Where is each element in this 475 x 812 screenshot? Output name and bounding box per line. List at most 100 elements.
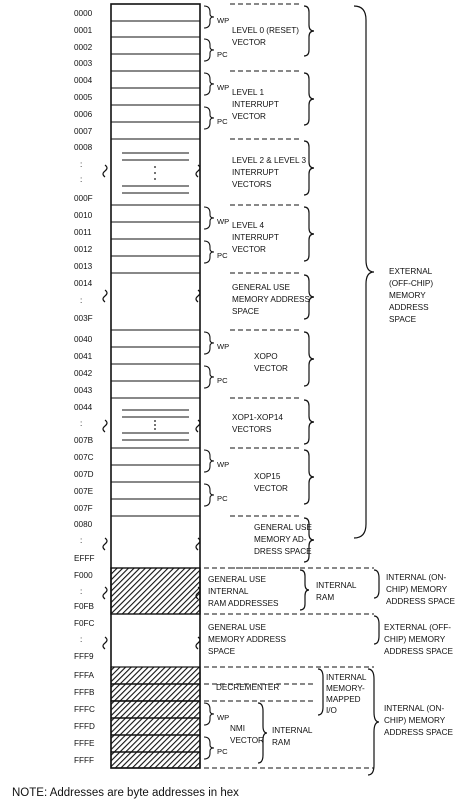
text-line: CHIP) MEMORY — [384, 635, 446, 644]
address-label: : — [80, 587, 82, 596]
text-line: DRESS SPACE — [254, 547, 312, 556]
text-line: VECTOR — [254, 364, 288, 373]
internal-ram-hatched-block — [110, 567, 201, 615]
text-line: VECTOR — [232, 112, 266, 121]
level4-label: LEVEL 4 INTERRUPT VECTOR — [232, 221, 279, 254]
address-label: F0FC — [74, 619, 95, 628]
text-line: SPACE — [208, 647, 236, 656]
text-line: INTERNAL — [326, 673, 367, 682]
address-label: 0002 — [74, 43, 93, 52]
address-label: 0041 — [74, 352, 93, 361]
address-label: F000 — [74, 571, 93, 580]
text-line: NMI — [230, 724, 245, 733]
address-label: 0044 — [74, 403, 93, 412]
text-line: MEMORY — [389, 291, 426, 300]
address-label: 0014 — [74, 279, 93, 288]
address-label: FFF9 — [74, 652, 94, 661]
text-line: LEVEL 0 (RESET) — [232, 26, 299, 35]
address-label: 0080 — [74, 520, 93, 529]
address-label: 007D — [74, 470, 94, 479]
text-line: GENERAL USE — [232, 283, 290, 292]
internal-ram2-label: INTERNAL RAM — [272, 726, 313, 747]
text-line: ADDRESS — [389, 303, 429, 312]
address-label: 0003 — [74, 59, 93, 68]
text-line: VECTOR — [232, 38, 266, 47]
address-label: 007B — [74, 436, 94, 445]
text-line: VECTOR — [232, 245, 266, 254]
address-label: 0013 — [74, 262, 93, 271]
text-line: CHIP) MEMORY — [384, 716, 446, 725]
wp-label: WP — [217, 16, 229, 25]
address-label: 0005 — [74, 93, 93, 102]
address-label: 0001 — [74, 26, 93, 35]
address-label: FFFC — [74, 705, 95, 714]
text-line: SPACE — [232, 307, 260, 316]
address-label: 0011 — [74, 228, 92, 237]
address-label: 0008 — [74, 143, 93, 152]
address-label: 003F — [74, 314, 93, 323]
address-labels: 0000 0001 0002 0003 0004 0005 0006 0007 … — [74, 9, 95, 765]
text-line: LEVEL 2 & LEVEL 3 — [232, 156, 306, 165]
text-line: MEMORY ADDRESS — [232, 295, 310, 304]
text-line: MAPPED — [326, 695, 361, 704]
text-line: VECTORS — [232, 425, 272, 434]
text-line: MEMORY AD- — [254, 535, 307, 544]
memory-map-diagram: 0000 0001 0002 0003 0004 0005 0006 0007 … — [74, 3, 456, 776]
wp-label: WP — [217, 83, 229, 92]
text-line: INTERNAL — [316, 581, 357, 590]
text-line: RAM — [316, 593, 334, 602]
wp-label: WP — [217, 713, 229, 722]
nmi-vector-label: NMI VECTOR — [230, 724, 264, 745]
wp-label: WP — [217, 460, 229, 469]
address-label: 0000 — [74, 9, 93, 18]
address-label: : — [80, 160, 82, 169]
text-line: INTERNAL (ON- — [384, 704, 444, 713]
space-labels: EXTERNAL (OFF-CHIP) MEMORY ADDRESS SPACE INT… — [384, 267, 456, 737]
address-label: F0FB — [74, 602, 95, 611]
text-line: LEVEL 4 — [232, 221, 264, 230]
text-line: MEMORY- — [326, 684, 365, 693]
decrementer-label: DECREMENTER — [216, 683, 279, 692]
text-line: I/O — [326, 706, 337, 715]
text-line: ADDRESS SPACE — [386, 597, 456, 606]
text-line: INTERRUPT — [232, 168, 279, 177]
text-line: LEVEL 1 — [232, 88, 264, 97]
address-label: 0042 — [74, 369, 93, 378]
footnote: NOTE: Addresses are byte addresses in he… — [12, 787, 239, 799]
text-line: GENERAL USE — [208, 575, 266, 584]
address-label: 007F — [74, 504, 93, 513]
address-label: 0043 — [74, 386, 93, 395]
xop0-label: XOPO VECTOR — [254, 352, 288, 373]
text-line: (OFF-CHIP) — [389, 279, 433, 288]
text-line: RAM — [272, 738, 290, 747]
pc-label: PC — [217, 747, 228, 756]
text-line: SPACE — [389, 315, 417, 324]
internal-mmio-label: INTERNAL MEMORY- MAPPED I/O — [326, 673, 367, 715]
pc-label: PC — [217, 376, 228, 385]
text-line: ADDRESS SPACE — [384, 647, 454, 656]
text-line: INTERNAL — [272, 726, 313, 735]
address-label: 007E — [74, 487, 94, 496]
text-line: VECTOR — [254, 484, 288, 493]
level0-label: LEVEL 0 (RESET) VECTOR — [232, 26, 299, 47]
text-line: VECTOR — [230, 736, 264, 745]
region-boxes — [204, 3, 374, 769]
text-line: EXTERNAL — [389, 267, 433, 276]
address-label: FFFB — [74, 688, 95, 697]
text-line: XOP15 — [254, 472, 281, 481]
pc-label: PC — [217, 251, 228, 260]
text-line: XOPO — [254, 352, 278, 361]
address-label: : — [80, 296, 82, 305]
text-line: INTERRUPT — [232, 233, 279, 242]
address-label: : — [80, 536, 82, 545]
address-label: 0012 — [74, 245, 93, 254]
register-labels: WP PC WP PC WP PC WP PC WP PC WP PC — [217, 16, 229, 756]
